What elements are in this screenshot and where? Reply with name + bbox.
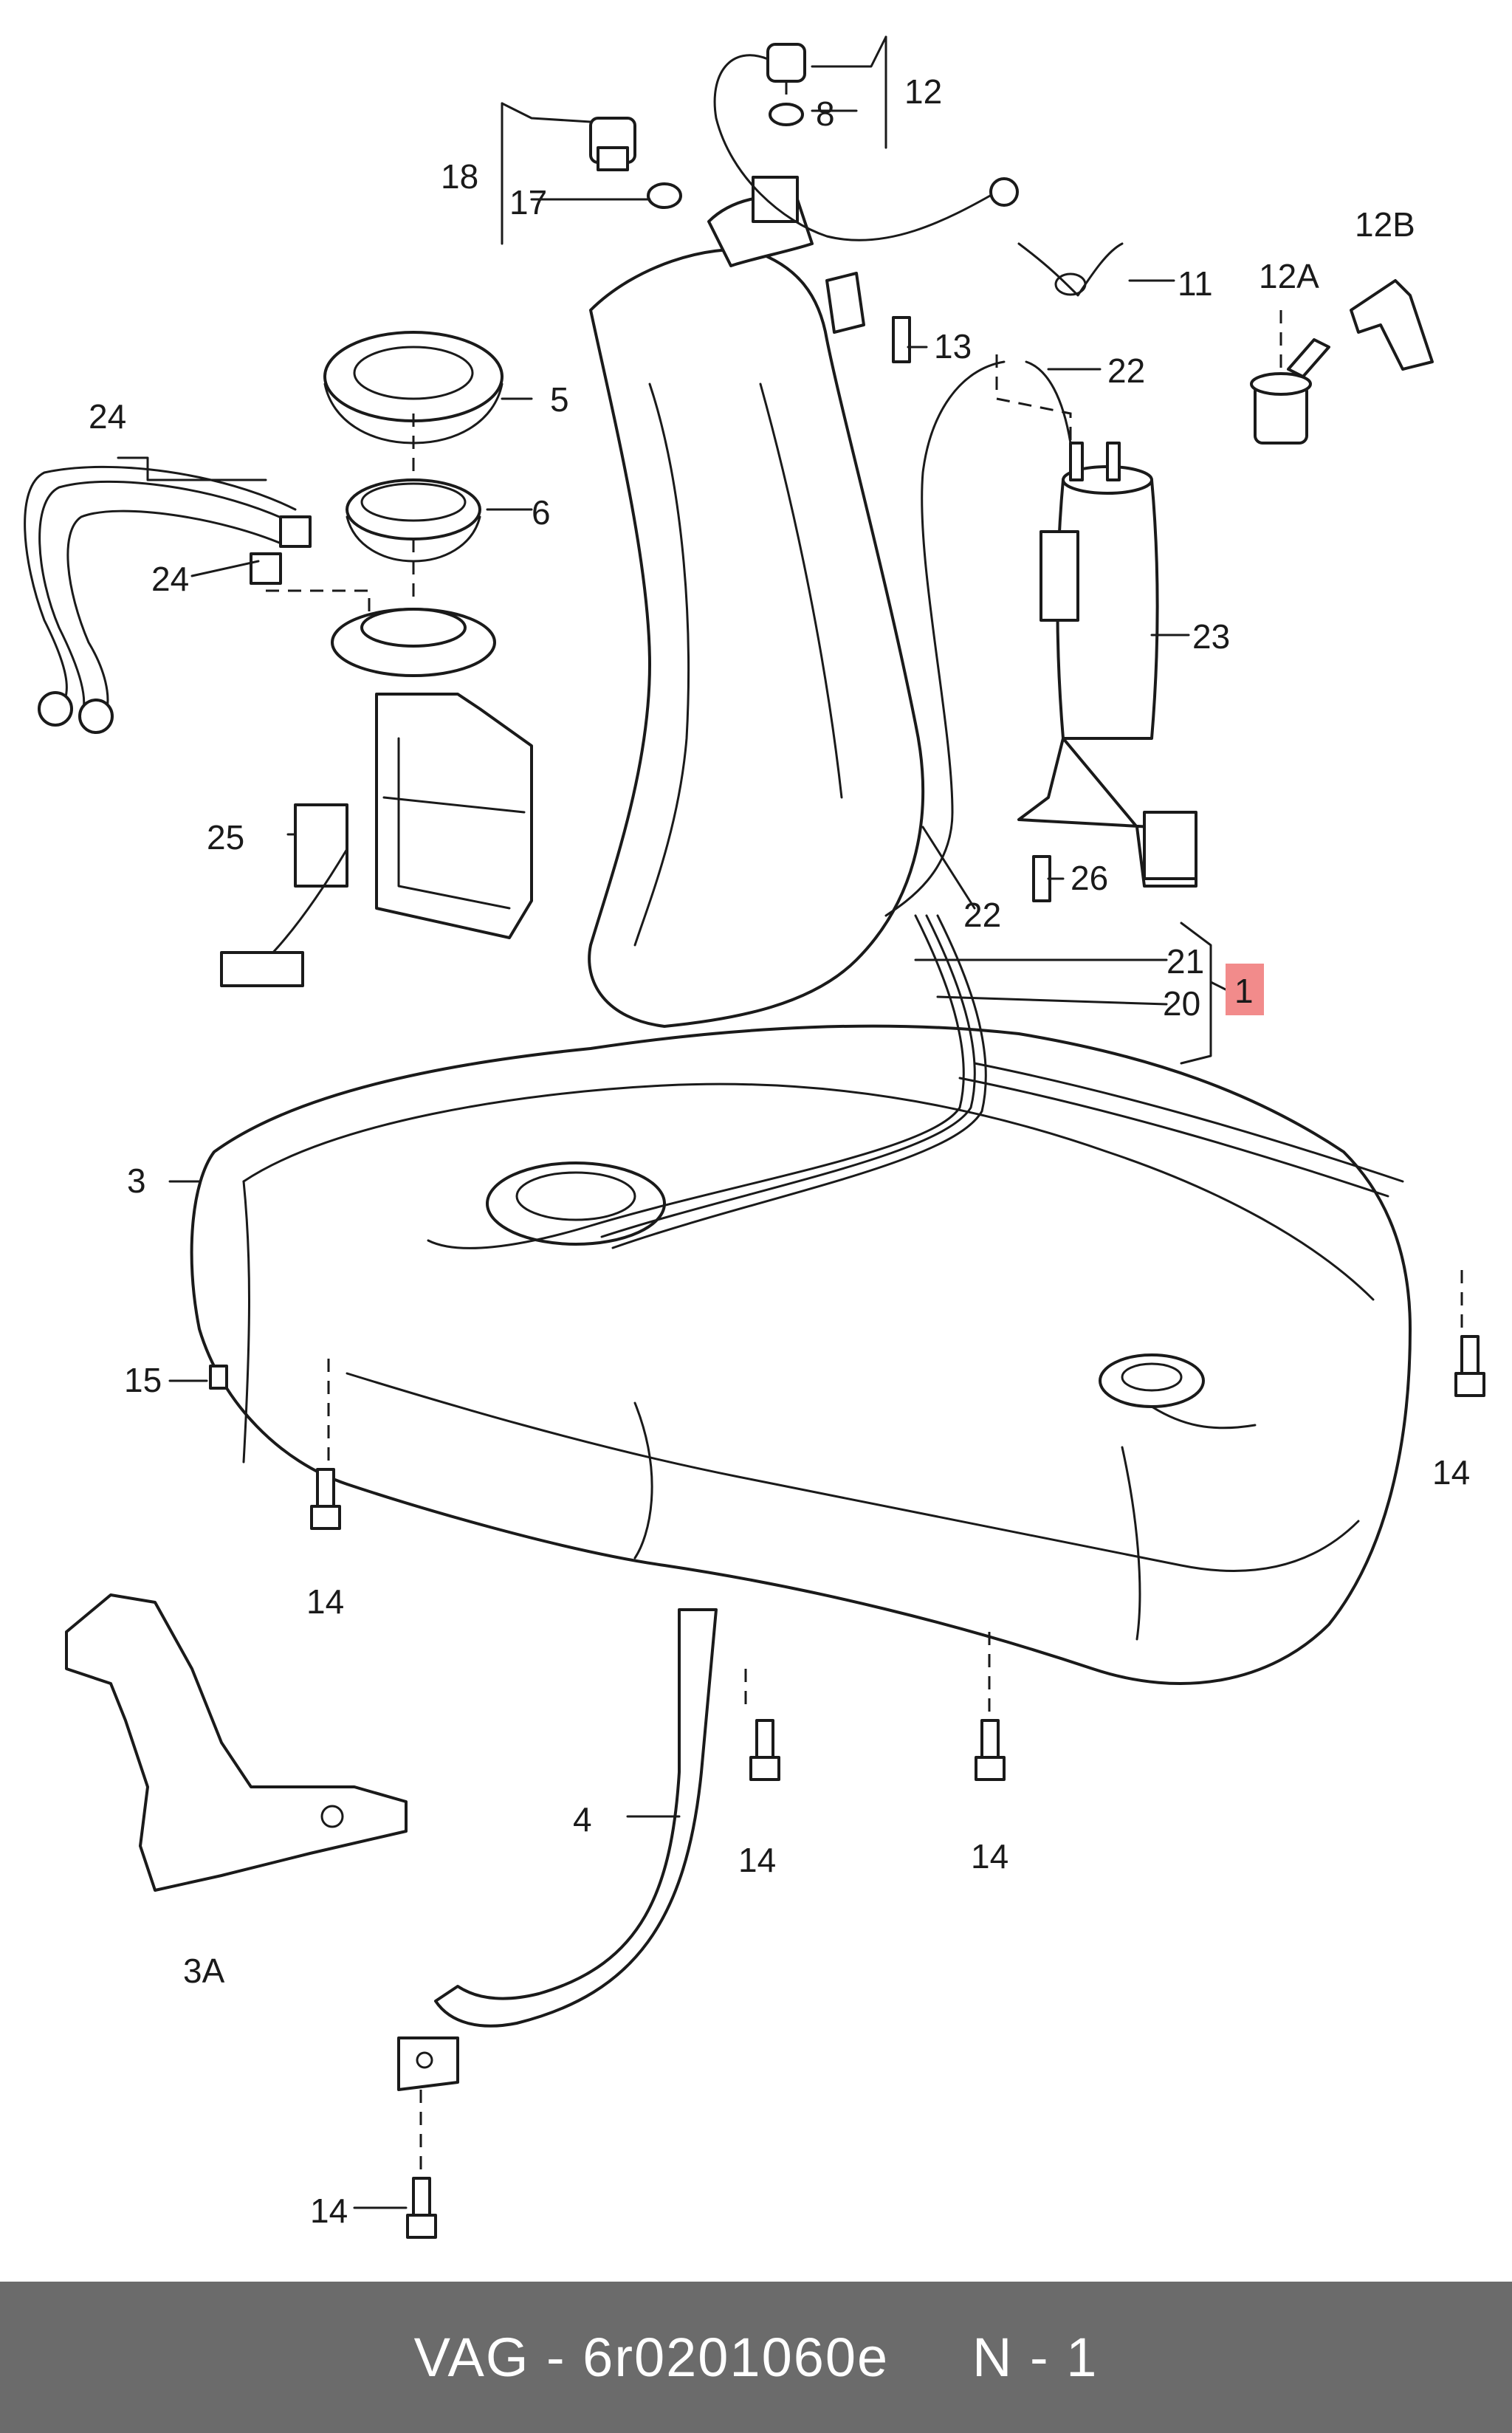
valve-12A [1250,338,1330,445]
callout-1-highlight [1226,964,1264,1015]
callout-8: 8 [816,95,835,133]
callout-22-lower: 22 [963,896,1001,934]
screws [209,316,1485,2239]
callout-3A: 3A [183,1952,225,1990]
part-number-label: VAG - 6r0201060e N - 1 [413,2327,1099,2388]
callout-18: 18 [441,157,478,196]
callout-15: 15 [124,1361,162,1399]
charcoal-canister [1017,442,1197,888]
callout-14-strap: 14 [738,1841,776,1879]
callout-labels: 1 3 3A 4 5 6 8 11 12 12A 12B 13 14 14 14… [89,72,1470,2230]
locking-ring [323,331,504,445]
callout-14-tank: 14 [971,1837,1008,1876]
fuel-pump-assembly [220,608,533,987]
leader-lines [117,35,1227,2209]
callout-24-lower: 24 [151,560,189,598]
fuel-tank [190,1024,1412,1685]
callout-6: 6 [532,493,551,532]
callout-14-bottom: 14 [310,2192,348,2230]
callout-5: 5 [550,380,569,419]
connector-12B [1350,279,1434,371]
bracket-3A [65,1593,408,1892]
callout-23: 23 [1192,617,1230,656]
callout-4: 4 [573,1800,592,1839]
fuel-tank-exploded-diagram: 1 3 3A 4 5 6 8 11 12 12A 12B 13 14 14 14… [24,35,1485,2239]
fuel-lines [242,914,1404,1463]
callout-13: 13 [934,327,972,366]
callout-12A: 12A [1259,257,1319,295]
filler-neck [588,176,925,1028]
callout-14-right: 14 [1432,1453,1470,1492]
vent-tube [1017,242,1124,297]
callout-21: 21 [1166,942,1204,981]
callout-17: 17 [509,183,547,222]
callout-11: 11 [1178,264,1213,303]
callout-25: 25 [207,818,244,857]
callout-3: 3 [127,1161,146,1200]
callout-1: 1 [1234,972,1254,1010]
fuel-cap [589,117,682,209]
callout-20: 20 [1163,984,1200,1023]
callout-26: 26 [1071,859,1108,897]
fuel-hoses [24,465,312,734]
reference-lines [266,81,1463,2171]
breather-pipe [884,360,1072,917]
filler-cap-top [713,43,1019,241]
callout-12B: 12B [1355,205,1415,244]
callout-12: 12 [904,72,942,111]
callout-24-upper: 24 [89,397,126,436]
callout-14-left: 14 [306,1582,344,1621]
footer-bar: VAG - 6r0201060e N - 1 [0,2282,1512,2433]
retaining-strap [397,1608,718,2091]
callout-22-upper: 22 [1107,351,1145,390]
